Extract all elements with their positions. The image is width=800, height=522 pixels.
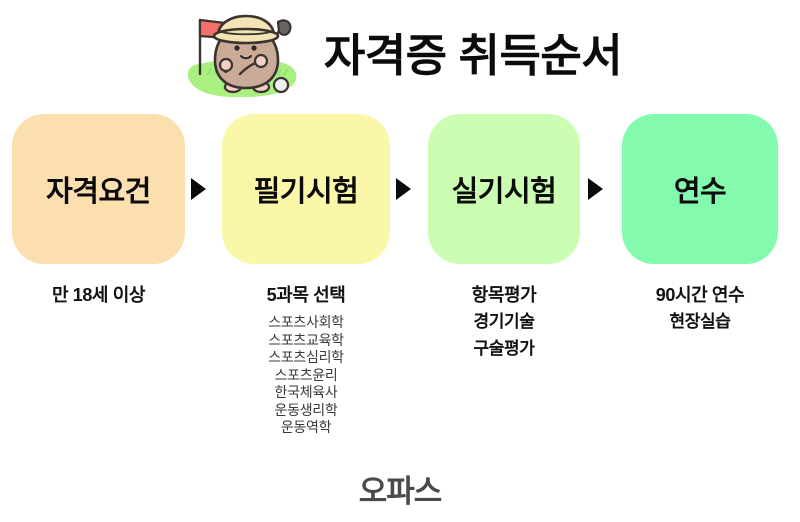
footer: 오파스 [0,466,800,511]
mascot-eye-right-icon [251,45,257,51]
stage-box-4[interactable]: 연수 [622,114,778,264]
golf-ball-icon [272,76,289,94]
detail-column-2: 5과목 선택 스포츠사회학 스포츠교육학 스포츠심리학 스포츠윤리 한국체육사 … [222,282,390,437]
golfer-potato-mascot-icon [187,14,297,98]
stage-box-2[interactable]: 필기시험 [222,114,390,264]
process-flow: 자격요건 필기시험 실기시험 연수 [0,114,800,264]
right-triangle-arrow-icon-2 [396,178,411,200]
list-item: 운동생리학 [274,401,338,418]
straw-sun-hat-icon [212,14,280,45]
list-item: 스포츠윤리 [274,366,338,383]
detail-line: 현장실습 [669,312,731,331]
stage-box-1[interactable]: 자격요건 [12,114,185,264]
page-title: 자격증 취득순서 [323,29,623,81]
list-item: 스포츠심리학 [268,349,344,365]
list-item: 스포츠사회학 [268,314,344,330]
detail-column-1: 만 18세 이상 [12,282,185,314]
header: 자격증 취득순서 [0,0,800,108]
stage-label-1: 자격요건 [46,176,151,208]
list-item: 운동역학 [280,419,332,435]
detail-line: 구술평가 [473,339,535,358]
stage-label-3: 실기시험 [451,176,557,208]
mascot-hand-right-icon [253,53,268,69]
detail-head-4: 90시간 연수 [655,285,745,305]
mascot-hand-left-icon [218,57,233,73]
mascot-eye-left-icon [234,45,240,51]
list-item: 스포츠교육학 [268,331,344,348]
detail-head-1: 만 18세 이상 [51,285,146,305]
detail-columns: 만 18세 이상 5과목 선택 스포츠사회학 스포츠교육학 스포츠심리학 스포츠… [0,282,800,452]
detail-head-3: 항목평가 [471,285,537,305]
mascot-mouth-icon [239,55,252,60]
detail-line: 경기기술 [473,312,535,331]
detail-column-4: 90시간 연수 현장실습 [622,282,778,335]
right-triangle-arrow-icon-1 [191,178,206,200]
detail-head-2: 5과목 선택 [266,285,346,305]
detail-column-3: 항목평가 경기기술 구술평가 [428,282,580,362]
brand-logo: 오파스 [358,474,443,509]
stage-label-2: 필기시험 [253,176,359,208]
stage-label-4: 연수 [673,176,727,208]
right-triangle-arrow-icon-3 [588,178,603,200]
stage-box-3[interactable]: 실기시험 [428,114,580,264]
list-item: 한국체육사 [274,384,338,400]
subject-list-2: 스포츠사회학 스포츠교육학 스포츠심리학 스포츠윤리 한국체육사 운동생리학 운… [222,314,390,437]
